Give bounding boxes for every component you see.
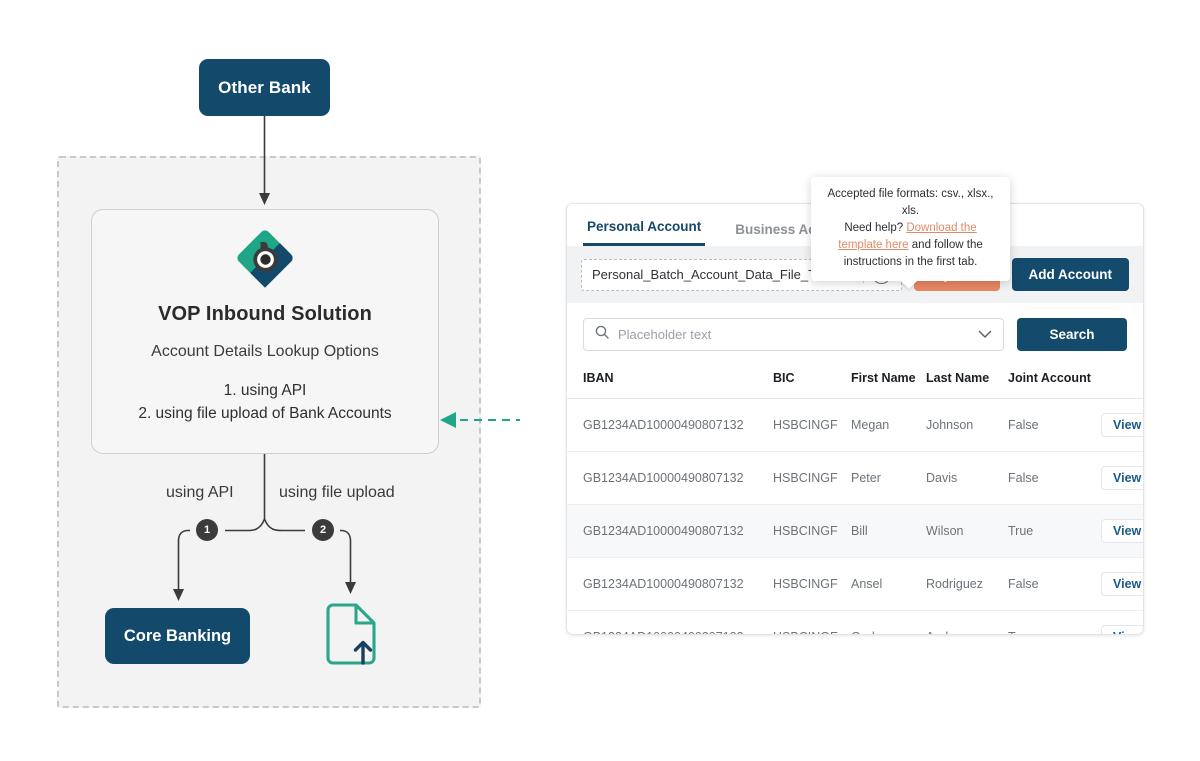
search-button[interactable]: Search xyxy=(1017,318,1127,351)
cell-actions: View xyxy=(1101,557,1143,611)
view-button[interactable]: View xyxy=(1101,625,1143,634)
vop-option-1: 1. using API xyxy=(223,382,307,399)
cell-actions: View xyxy=(1101,398,1143,452)
cell-bic: HSBCINGF xyxy=(773,398,851,452)
vop-option-2: 2. using file upload of Bank Accounts xyxy=(138,405,392,422)
cell-first-name: Peter xyxy=(851,451,926,505)
cell-last-name: Wilson xyxy=(926,504,1008,558)
cell-actions: View xyxy=(1101,451,1143,505)
branch-label-api: using API xyxy=(166,484,234,501)
core-banking-box: Core Banking xyxy=(105,608,250,664)
tooltip-line-2: Need help? Download the template here an… xyxy=(822,220,999,271)
cell-iban: GB1234AD10000490807132 xyxy=(567,504,773,558)
tooltip-suffix: and follow the instructions in the first… xyxy=(843,239,983,268)
search-placeholder: Placeholder text xyxy=(618,327,712,342)
chevron-down-icon[interactable] xyxy=(978,326,992,344)
view-button[interactable]: View xyxy=(1101,572,1143,596)
column-header-bic: BIC xyxy=(773,364,851,399)
cell-iban: GB1234AD10000490807132 xyxy=(567,451,773,505)
other-bank-box: Other Bank xyxy=(199,59,330,116)
table-header-row: IBAN BIC First Name Last Name Joint Acco… xyxy=(567,364,1143,399)
cell-iban: GB1234AD10000490807132 xyxy=(567,557,773,611)
cell-iban: GB1234AD10000490807132 xyxy=(567,398,773,452)
cell-last-name: Davis xyxy=(926,451,1008,505)
download-template-link[interactable]: Download the template here xyxy=(838,222,977,251)
search-input[interactable]: Placeholder text xyxy=(583,318,1004,351)
column-header-actions xyxy=(1101,364,1143,399)
cell-first-name: Graham xyxy=(851,610,926,634)
tooltip-prefix: Need help? xyxy=(844,222,907,234)
cell-joint-account: True xyxy=(1008,610,1101,634)
view-button[interactable]: View xyxy=(1101,519,1143,543)
column-header-iban: IBAN xyxy=(567,364,773,399)
tooltip-line-1: Accepted file formats: csv., xlsx., xls. xyxy=(827,188,994,217)
add-account-button[interactable]: Add Account xyxy=(1011,258,1129,291)
accounts-table: IBAN BIC First Name Last Name Joint Acco… xyxy=(567,364,1143,634)
table-row[interactable]: GB1234AD10000490807132HSBCINGFGrahamAnde… xyxy=(567,610,1143,634)
document-upload-icon xyxy=(322,603,380,665)
view-button[interactable]: View xyxy=(1101,413,1143,437)
cell-first-name: Megan xyxy=(851,398,926,452)
cell-last-name: Rodriguez xyxy=(926,557,1008,611)
branch-label-file-upload: using file upload xyxy=(279,484,395,501)
cell-actions: View xyxy=(1101,610,1143,634)
vop-inbound-solution-card: VOP Inbound Solution Account Details Loo… xyxy=(91,209,439,454)
bottomline-b-logo xyxy=(234,227,296,289)
cell-iban: GB1234AD10000490807132 xyxy=(567,610,773,634)
vop-card-subtitle: Account Details Lookup Options xyxy=(151,343,379,360)
view-button[interactable]: View xyxy=(1101,466,1143,490)
core-banking-label: Core Banking xyxy=(123,626,232,645)
cell-joint-account: False xyxy=(1008,398,1101,452)
column-header-last-name: Last Name xyxy=(926,364,1008,399)
cell-bic: HSBCINGF xyxy=(773,504,851,558)
cell-joint-account: False xyxy=(1008,451,1101,505)
cell-bic: HSBCINGF xyxy=(773,451,851,505)
cell-bic: HSBCINGF xyxy=(773,610,851,634)
search-toolbar: Placeholder text Search xyxy=(567,303,1143,364)
column-header-joint-account: Joint Account xyxy=(1008,364,1101,399)
other-bank-label: Other Bank xyxy=(218,77,311,97)
vop-flow-diagram: Other Bank xyxy=(0,0,520,761)
tab-personal-account[interactable]: Personal Account xyxy=(583,219,706,246)
cell-joint-account: True xyxy=(1008,504,1101,558)
cell-bic: HSBCINGF xyxy=(773,557,851,611)
search-icon xyxy=(595,325,609,344)
file-format-tooltip: Accepted file formats: csv., xlsx., xls.… xyxy=(811,177,1010,281)
vop-card-title: VOP Inbound Solution xyxy=(158,303,372,325)
branch-number-1: 1 xyxy=(196,519,218,541)
branch-number-2: 2 xyxy=(312,519,334,541)
cell-joint-account: False xyxy=(1008,557,1101,611)
selected-file-name: Personal_Batch_Account_Data_File_Templat… xyxy=(592,267,834,282)
cell-last-name: Anderson xyxy=(926,610,1008,634)
cell-first-name: Bill xyxy=(851,504,926,558)
column-header-first-name: First Name xyxy=(851,364,926,399)
cell-first-name: Ansel xyxy=(851,557,926,611)
cell-actions: View xyxy=(1101,504,1143,558)
cell-last-name: Johnson xyxy=(926,398,1008,452)
